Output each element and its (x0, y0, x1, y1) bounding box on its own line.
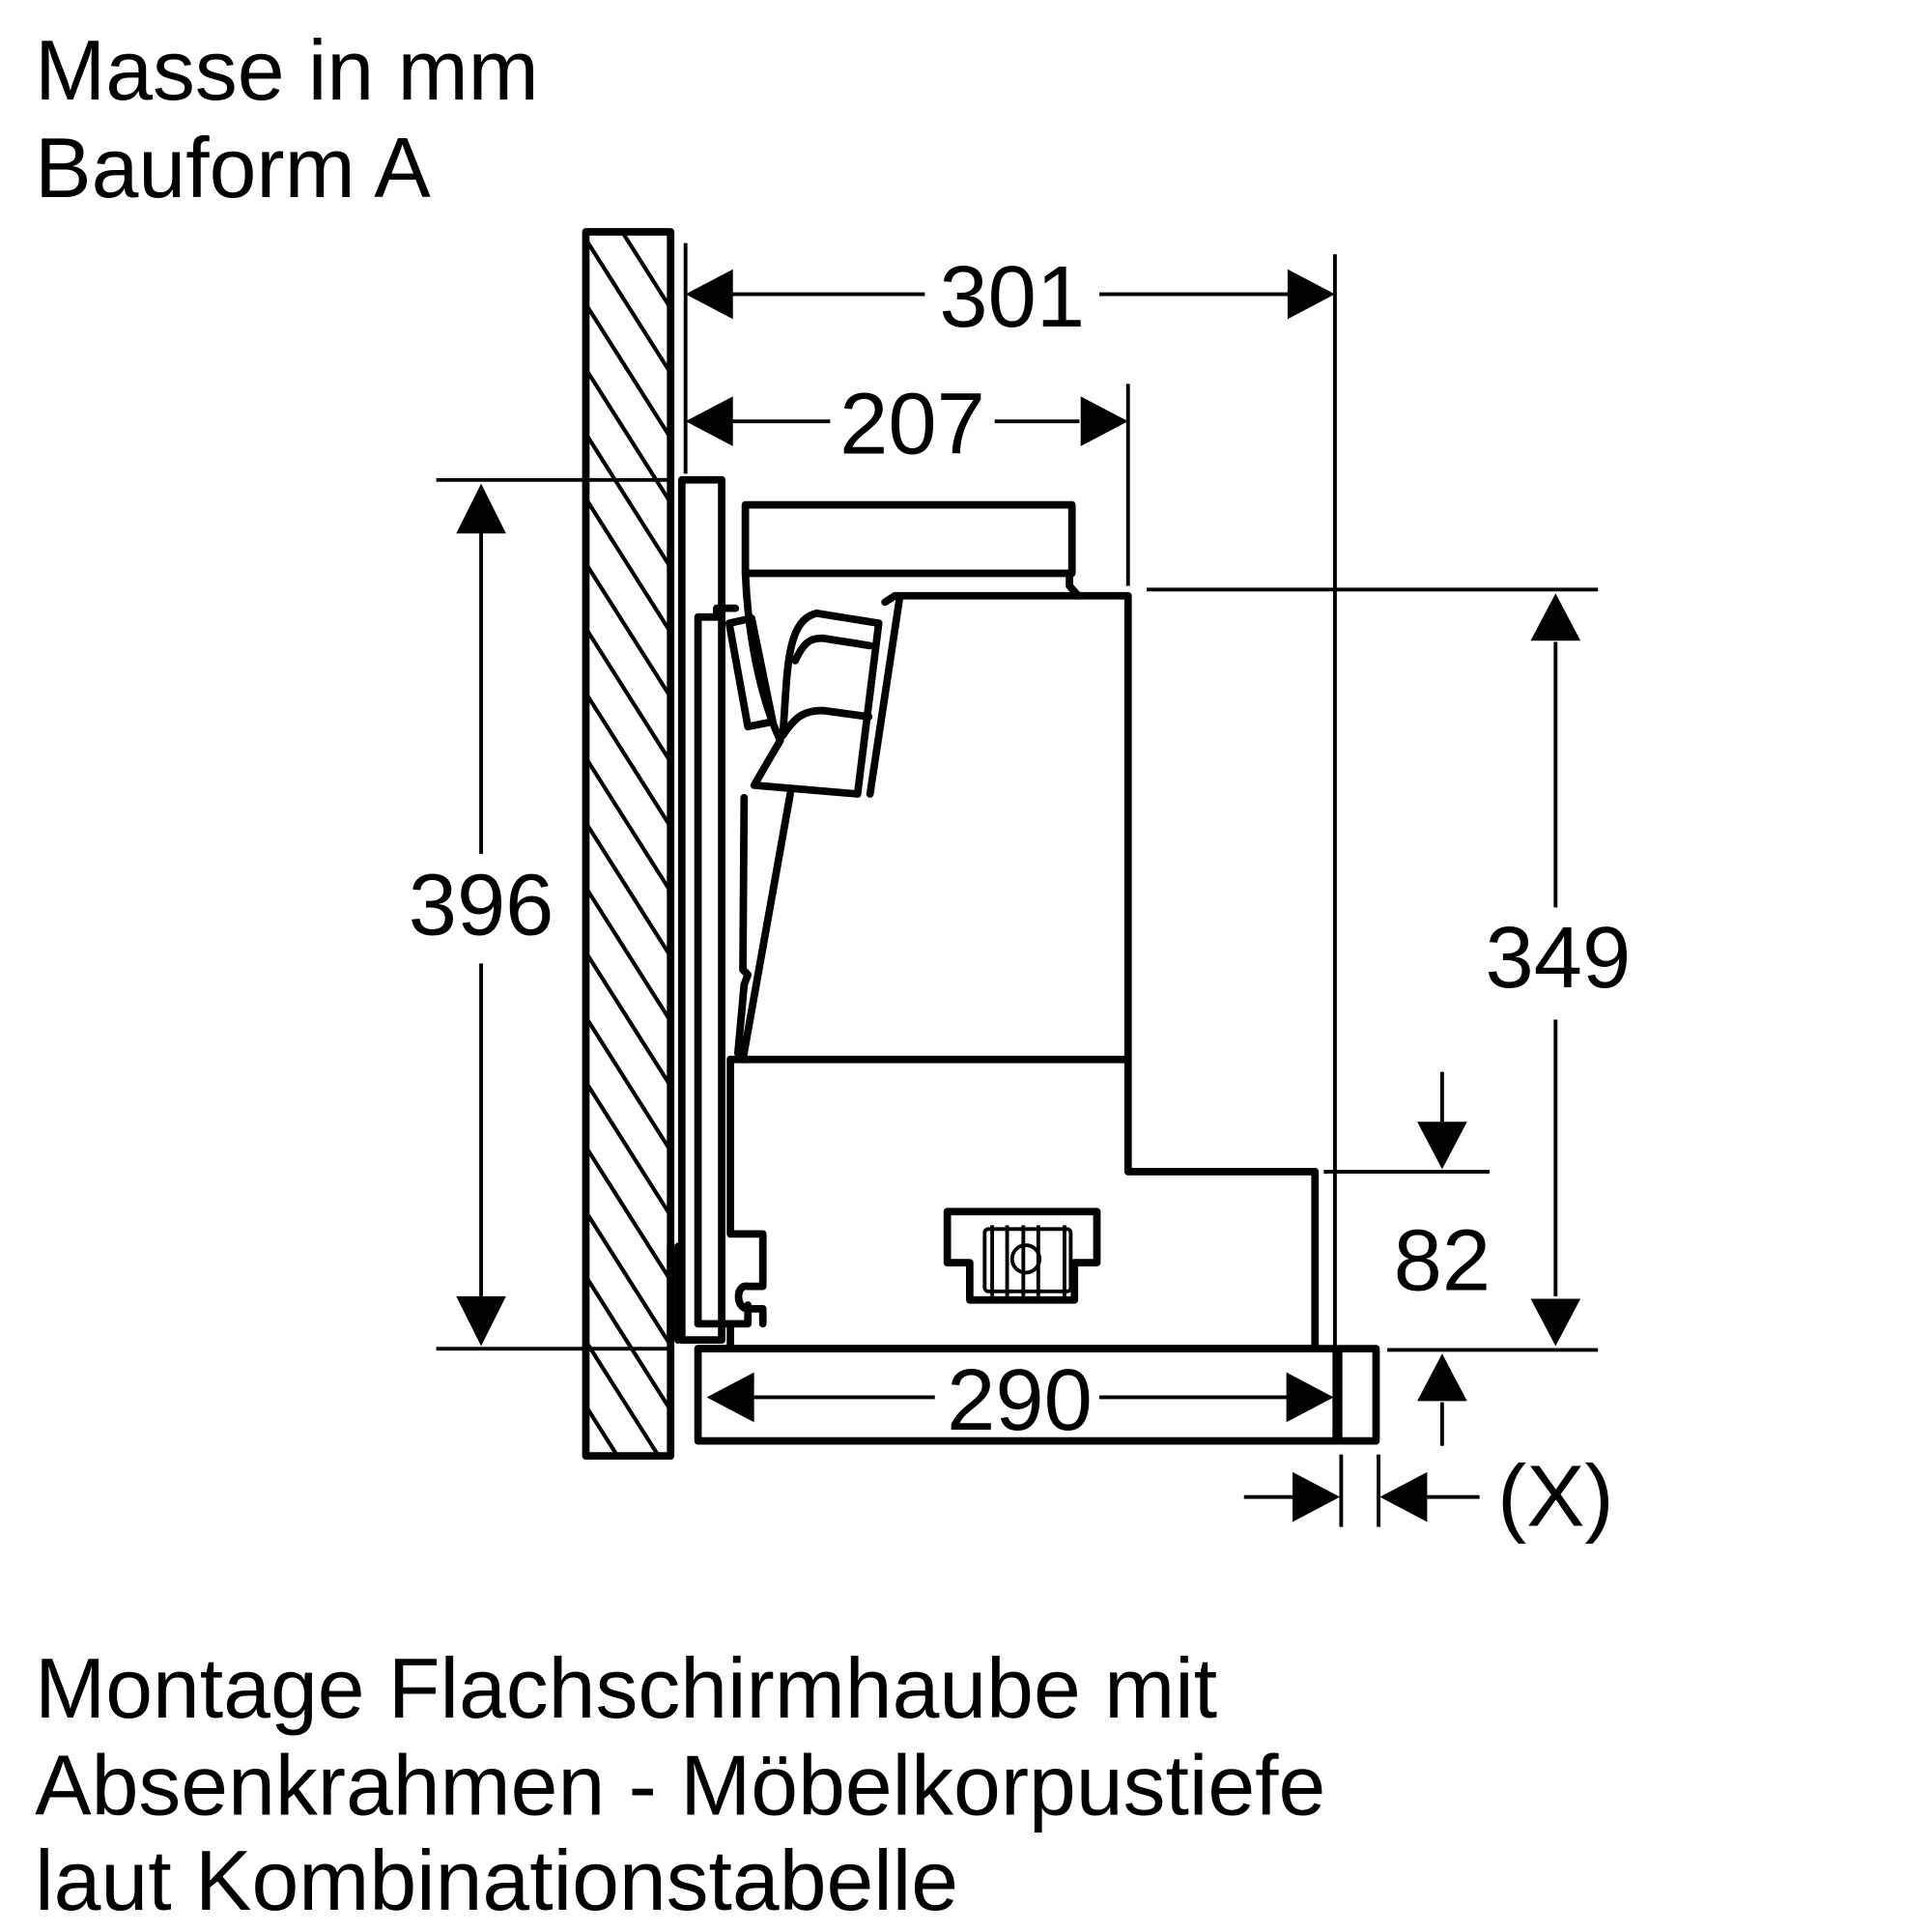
dimension-x-label: (X) (1497, 1447, 1613, 1545)
dimension-301-label: 301 (939, 248, 1085, 346)
dimension-396: 396 (409, 477, 673, 1351)
caption-line-1: Montage Flachschirmhaube mit (35, 1641, 1217, 1736)
dimension-207: 207 (685, 376, 1130, 586)
connector-block (943, 1208, 1101, 1304)
dimension-82-label: 82 (1394, 1211, 1491, 1309)
dimension-349: 349 (1147, 587, 1632, 1352)
dimension-349-label: 349 (1486, 909, 1632, 1007)
units-label: Masse in mm (35, 23, 539, 118)
lowering-frame (694, 1345, 1380, 1445)
wall-hatching (585, 232, 671, 1457)
spacer-x (1334, 1345, 1380, 1445)
dimension-396-label: 396 (409, 857, 554, 954)
filter-flap-assembly (724, 569, 904, 1064)
dimension-207-label: 207 (839, 376, 985, 473)
caption-line-2: Absenkrahmen - Möbelkorpustiefe (35, 1739, 1325, 1833)
dimension-290: 290 (706, 1351, 1334, 1449)
dimension-82: 82 (1323, 1071, 1491, 1446)
dimension-290-label: 290 (947, 1351, 1093, 1449)
hood-top-housing (741, 500, 1082, 600)
design-variant-label: Bauform A (35, 121, 431, 215)
caption-line-3: laut Kombinationstabelle (35, 1833, 958, 1928)
dimension-x: (X) (1243, 1447, 1614, 1545)
dimension-301: 301 (683, 242, 1337, 1352)
wall-section (582, 228, 675, 1460)
cabinet-frame (667, 475, 753, 1344)
